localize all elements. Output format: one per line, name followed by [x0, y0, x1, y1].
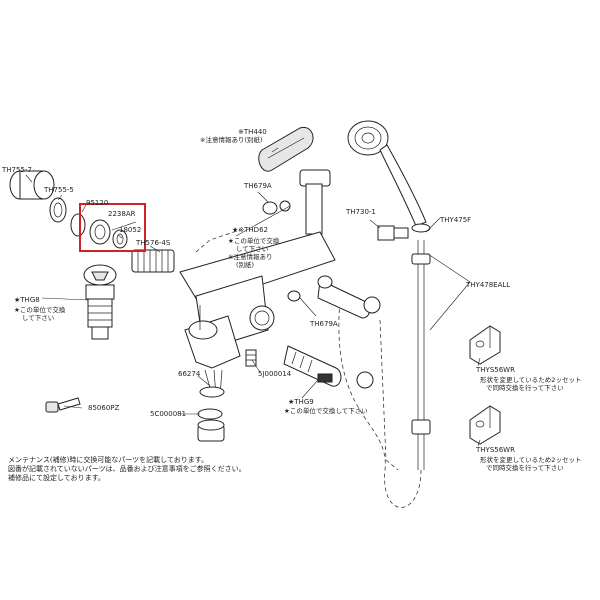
elbow-fitting — [377, 225, 409, 241]
threaded-connector — [131, 249, 175, 273]
label-thy478eall: THY478EALL — [465, 281, 510, 289]
label-thd62-note4: (別紙) — [236, 260, 254, 269]
label-95120: 95120 — [86, 199, 108, 207]
handle-arm — [287, 275, 381, 319]
label-thd62-note1: ★この単位で交換 — [228, 236, 280, 245]
label-thg9-note: ★この単位で交換して下さい — [284, 406, 368, 415]
label-th679a-bottom: TH679A — [309, 320, 338, 328]
label-thys56wr-1: THYS56WR — [475, 366, 515, 374]
label-th730-1: TH730-1 — [345, 208, 376, 216]
label-th440-note: ※注意情報あり(別紙) — [200, 135, 263, 144]
footer-line-2: 図番が記載されていないパーツは、品番および注意事項をご参照ください。 — [8, 464, 246, 473]
label-thg9: ★THG9 — [288, 398, 314, 406]
label-5c000081: 5C000081 — [150, 410, 186, 418]
key-tool — [45, 397, 81, 413]
upper-elbow — [262, 169, 331, 235]
label-85060pz: 85060PZ — [88, 404, 119, 412]
faucet-body — [179, 231, 336, 369]
label-thys56wr-1-note2: で同時交換を行って下さい — [486, 383, 564, 392]
label-th576-4s: TH576-4S — [135, 239, 171, 247]
label-18052: 18052 — [119, 226, 141, 234]
cap-part — [258, 126, 314, 172]
label-thys56wr-1-note1: 形状を変更しているため2ッセット — [480, 375, 581, 384]
label-thy475f: THY475F — [439, 216, 471, 224]
highlight-box — [79, 203, 146, 252]
label-thd62-note3: ※注意情報あり — [228, 252, 272, 261]
label-thg8-note1: ★この単位で交換 — [14, 305, 66, 314]
label-th440: ※TH440 — [238, 128, 267, 136]
label-th755-5: TH755-5 — [43, 186, 74, 194]
spout-parts — [197, 369, 225, 442]
label-2238ar: 2238AR — [108, 210, 136, 218]
footer-line-3: 補修品にて設定しております。 — [8, 473, 105, 482]
highlighted-ring-set — [89, 219, 128, 249]
shower-hose — [338, 240, 431, 508]
left-ring-set — [9, 170, 86, 237]
label-thg8-note2: して下さい — [22, 314, 54, 322]
label-th755-7: TH755-7 — [1, 166, 32, 174]
label-thys56wr-2-note1: 形状を変更しているため2ッセット — [480, 455, 581, 464]
wall-bracket-2 — [469, 405, 501, 445]
label-th679a-top: TH679A — [243, 182, 272, 190]
label-thd62-note2: して下さい — [236, 245, 268, 253]
leader-lines — [25, 147, 481, 447]
wall-bracket-1 — [469, 325, 501, 365]
label-thys56wr-2-note2: で同時交換を行って下さい — [486, 463, 564, 472]
shower-head — [347, 120, 431, 233]
left-cartridge — [83, 264, 117, 340]
label-thd62: ★※THD62 — [232, 226, 268, 234]
label-5j000014: 5J000014 — [258, 370, 292, 378]
label-thg8: ★THG8 — [14, 296, 40, 304]
label-66274: 66274 — [178, 370, 201, 378]
right-cartridge — [283, 345, 374, 389]
label-thys56wr-2: THYS56WR — [475, 446, 515, 454]
small-pin — [245, 349, 257, 367]
footer-line-1: メンテナンス(補修)時に交換可能なパーツを記載しております。 — [8, 455, 208, 464]
